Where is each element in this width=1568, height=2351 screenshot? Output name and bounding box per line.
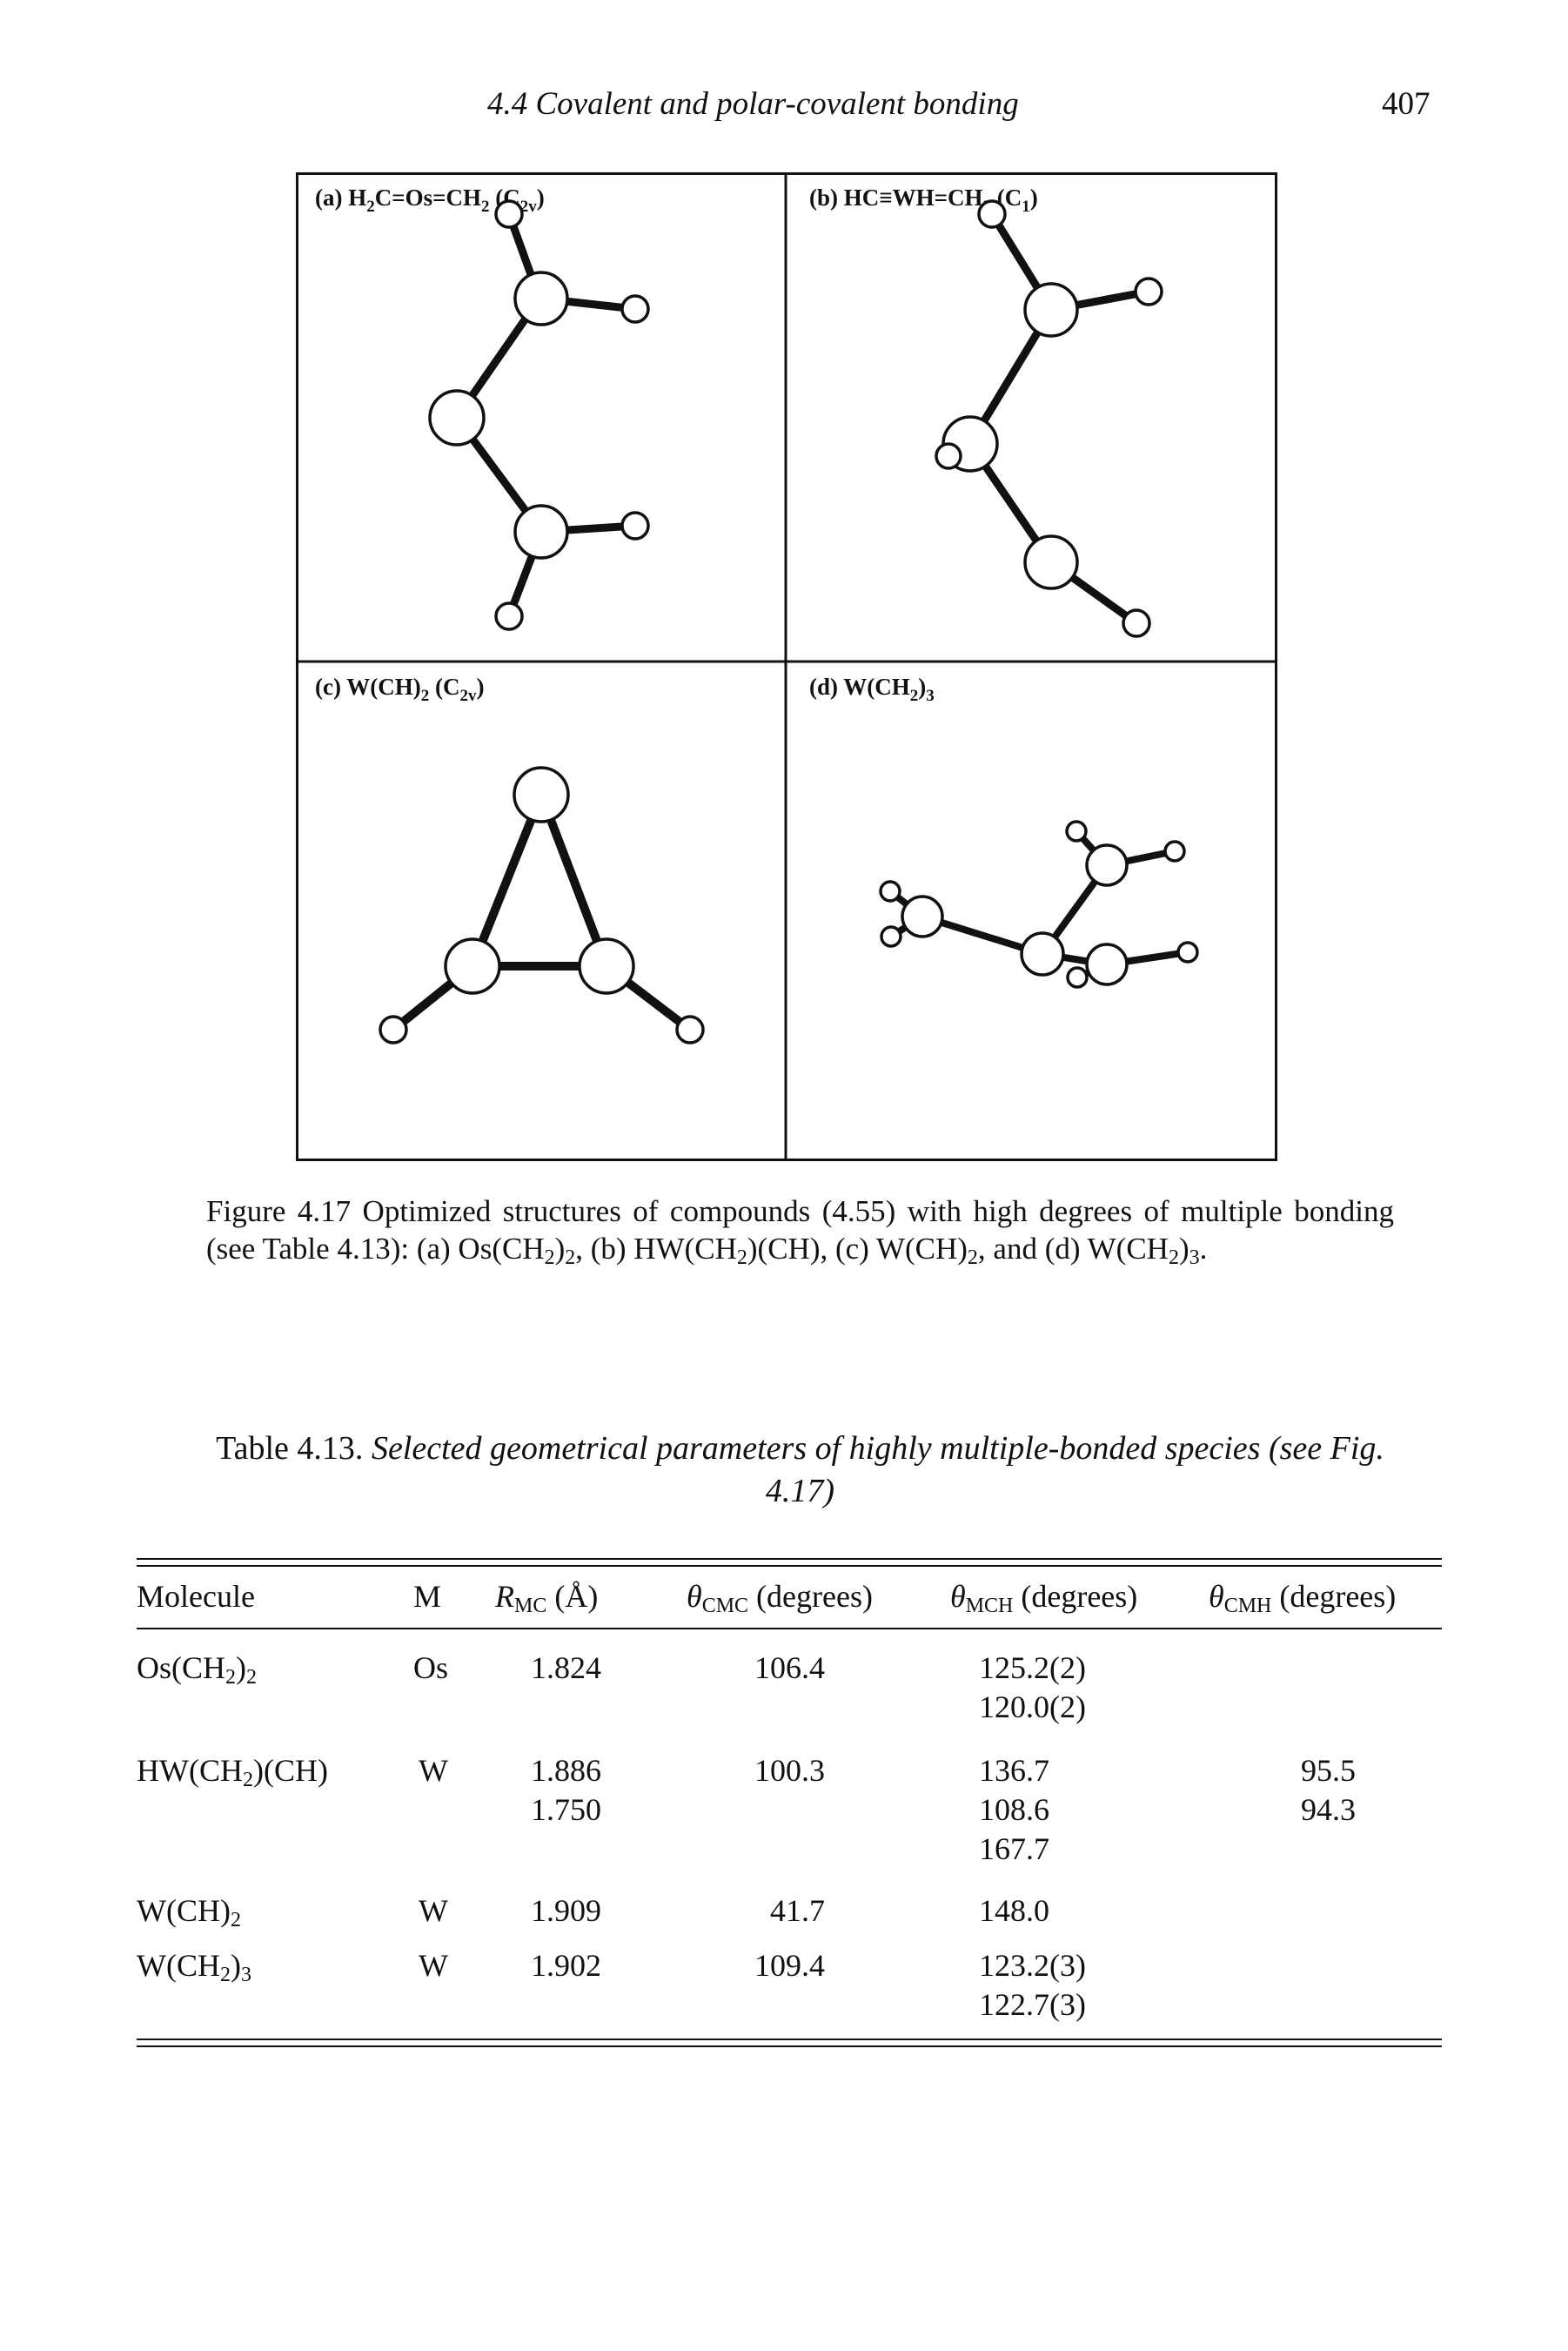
table-title: Table 4.13. Selected geometrical paramet… [206,1427,1394,1513]
atom-c [513,504,569,560]
panel-b-label: (b) HC≡WH=CH2 (C1) [809,185,1038,216]
panel-c-label: (c) W(CH)2 (C2v) [315,674,484,705]
col-header-m: M [413,1579,442,1614]
table-bottom-rule-2 [137,2045,1442,2047]
panel-c: (c) W(CH)2 (C2v) [315,674,705,1045]
col-header-molecule: Molecule [137,1579,255,1614]
table-cell-rmc: 1.902 [531,1948,601,1983]
panel-d-label: (d) W(CH2)3 [809,674,935,705]
table-cell-m: Os [413,1650,449,1685]
table-bottom-rule [137,2039,1442,2040]
table-cell-m: W [419,1753,448,1788]
table-cell-rmc: 1.909 [531,1893,601,1928]
atom-h [494,601,524,631]
table-row-molecule: Os(CH2)2 [137,1650,258,1689]
col-header-theta-cmh: θCMH (degrees) [1209,1579,1397,1617]
atom-os [428,389,486,447]
panel-d: (d) W(CH2)3 [809,674,1199,989]
table-row-molecule: HW(CH2)(CH) [137,1753,328,1791]
table-top-rule [137,1558,1442,1560]
table-cell-theta-mch: 148.0 [979,1893,1049,1928]
page-number: 407 [1382,86,1431,122]
table-title-label: Table 4.13. [216,1430,364,1467]
figure-structures-svg: (a) H2C=Os=CH2 (C2v) (b) HC≡WH=CH [296,172,1277,1161]
table-cell-theta-cmc: 41.7 [770,1893,825,1928]
table-row-molecule: W(CH)2 [137,1893,241,1931]
table-cell-theta-mch: 125.2(2)120.0(2) [979,1650,1086,1724]
table-top-rule-2 [137,1565,1442,1567]
table-cell-theta-cmc: 109.4 [754,1948,825,1983]
table-cell-m: W [419,1893,448,1928]
panel-a: (a) H2C=Os=CH2 (C2v) [315,185,650,631]
col-header-theta-cmc: θCMC (degrees) [687,1579,873,1617]
atom-h [494,199,524,229]
atom-h [620,511,650,541]
table-cell-m: W [419,1948,448,1983]
atom-h [620,294,650,324]
col-header-theta-mch: θMCH (degrees) [950,1579,1138,1617]
atom-c [513,271,569,326]
table-header-rule [137,1628,1442,1629]
table-cell-theta-mch: 123.2(3)122.7(3) [979,1948,1086,2022]
table-cell-theta-cmc: 106.4 [754,1650,825,1685]
col-header-rmc: RMC (Å) [495,1579,599,1617]
figure-4-17: (a) H2C=Os=CH2 (C2v) (b) HC≡WH=CH [296,172,1277,1161]
table-title-text: Selected geometrical parameters of highl… [371,1430,1384,1509]
figure-caption: Figure 4.17 Optimized structures of comp… [206,1194,1394,1269]
running-head-title: 4.4 Covalent and polar-covalent bonding [487,86,1019,122]
running-head: 4.4 Covalent and polar-covalent bonding … [0,85,1568,138]
panel-a-label: (a) H2C=Os=CH2 (C2v) [315,185,545,216]
table-row-molecule: W(CH2)3 [137,1948,251,1986]
table-cell-theta-cmc: 100.3 [754,1753,825,1788]
panel-b: (b) HC≡WH=CH2 (C1) [809,185,1163,638]
table-cell-rmc: 1.824 [531,1650,601,1685]
